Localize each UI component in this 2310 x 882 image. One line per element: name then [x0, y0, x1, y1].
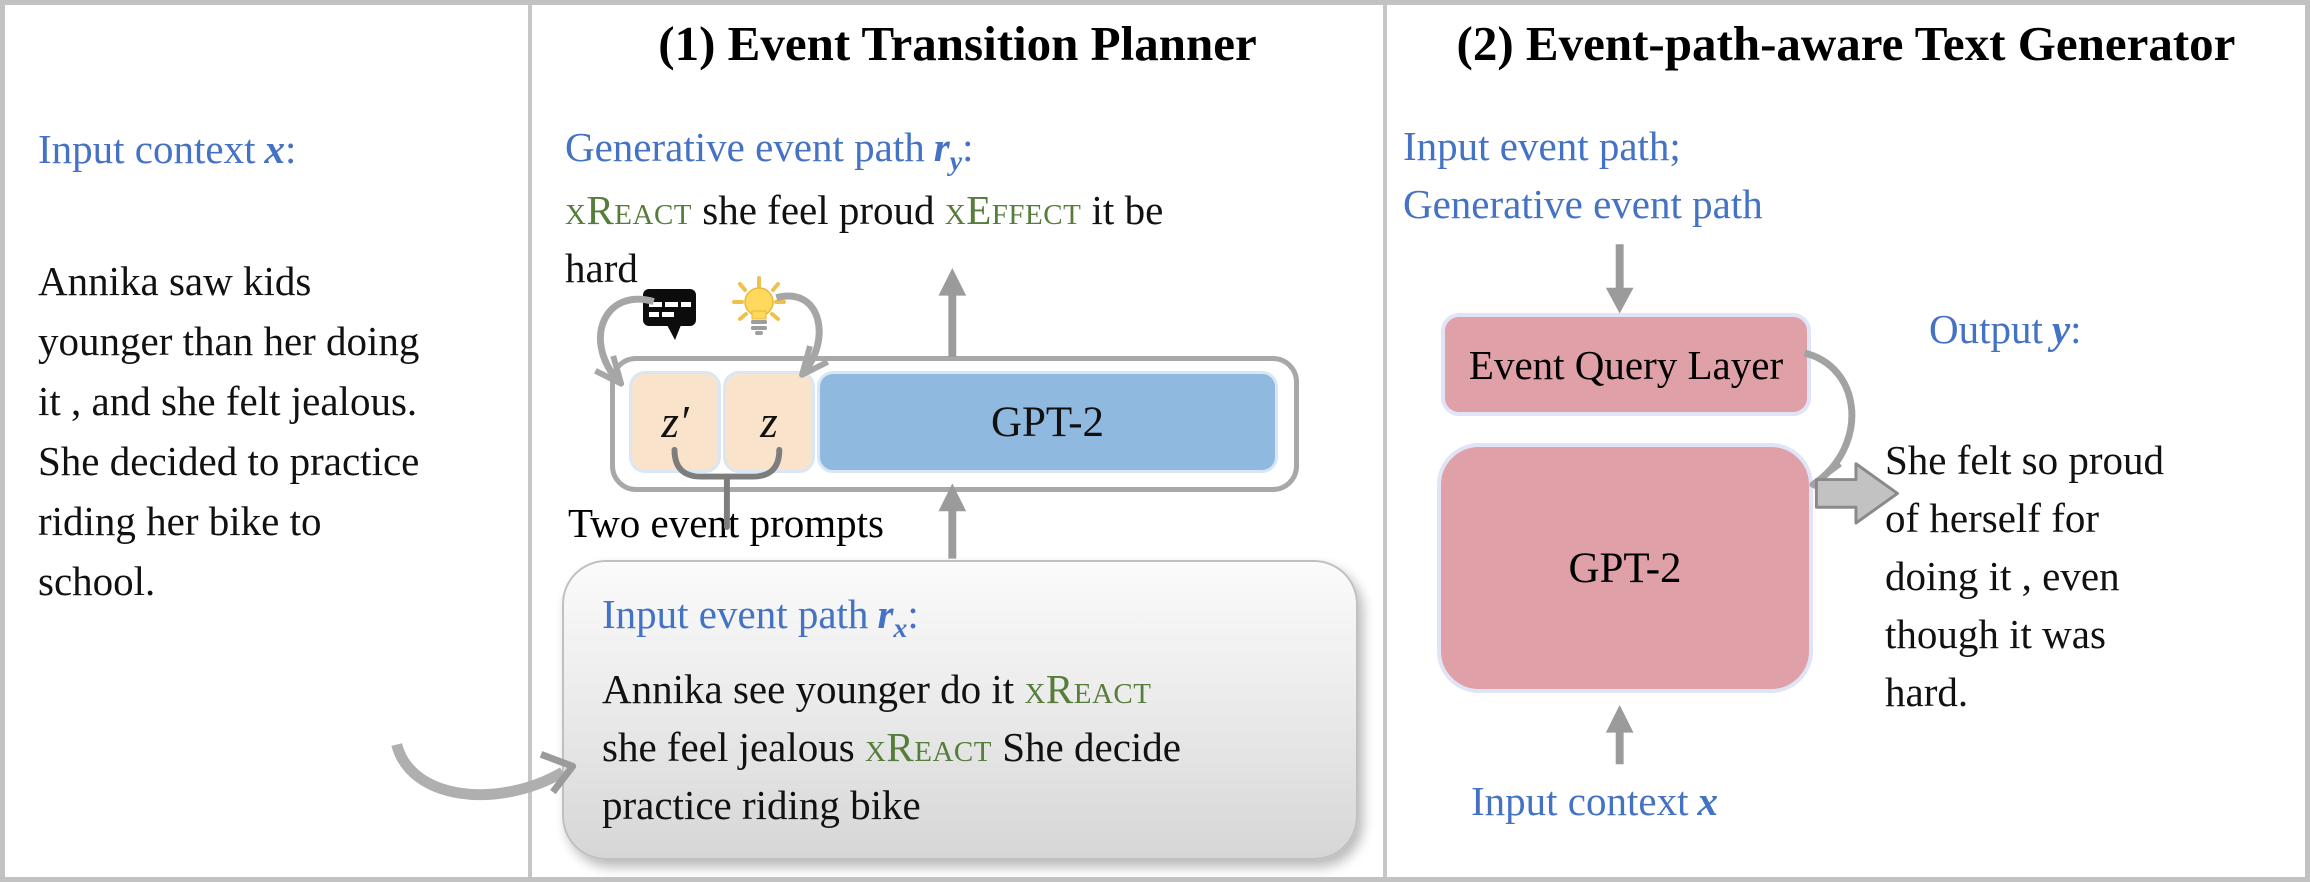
planner-title: (1) Event Transition Planner — [658, 16, 1257, 71]
two-event-prompts-label: Two event prompts — [568, 500, 884, 546]
paragraph-line: school. — [38, 558, 156, 604]
planner-gpt2-label: GPT-2 — [990, 398, 1105, 446]
math-var-x: x — [264, 126, 286, 172]
input-context-label-text: Input context — [1471, 778, 1689, 824]
math-var-r-x: rx — [877, 591, 907, 644]
z-prime-label: z′ — [661, 397, 689, 447]
text-token: she feel jealous — [602, 724, 865, 770]
generator-gpt2-box: GPT-2 — [1437, 443, 1813, 693]
heading-colon: : — [907, 591, 919, 637]
text-token: Annika see younger do it — [602, 666, 1025, 712]
math-sub-x: x — [893, 613, 908, 645]
output-line: of herself for — [1885, 495, 2100, 541]
output-line: though it was — [1885, 611, 2106, 657]
planner-gpt2-box: GPT-2 — [817, 371, 1278, 473]
paragraph-line: Annika saw kids — [38, 258, 312, 304]
planner-model-container: z′ z GPT-2 — [610, 356, 1299, 492]
text-token: she feel proud — [692, 187, 945, 233]
math-var-r-y: ry — [933, 124, 962, 177]
paragraph-line: She decided to practice — [38, 438, 420, 484]
prompt-box-z-prime: z′ — [629, 371, 721, 473]
input-context-paragraph: Annika saw kids younger than her doing i… — [38, 251, 518, 611]
relation-token: xEffect — [944, 187, 1082, 233]
math-var-x: x — [1697, 778, 1719, 824]
event-query-layer-label: Event Query Layer — [1468, 341, 1784, 388]
heading-colon: : — [285, 126, 297, 172]
math-sub-y: y — [949, 146, 963, 178]
text-token: it be — [1081, 187, 1164, 233]
input-context-heading-text: Input context — [38, 126, 256, 172]
text-token: practice riding bike — [602, 782, 921, 828]
relation-token: xReact — [1024, 666, 1152, 712]
relation-token: xReact — [864, 724, 992, 770]
text-token: hard — [565, 245, 638, 291]
heading-colon: : — [2070, 306, 2082, 352]
math-var-y: y — [2051, 306, 2071, 352]
heading-colon: : — [962, 124, 974, 170]
math-var-r: r — [933, 124, 950, 170]
output-text: She felt so proud of herself for doing i… — [1885, 431, 2164, 721]
paragraph-line: riding her bike to — [38, 498, 322, 544]
speech-bubble-icon — [643, 289, 696, 340]
generative-event-path-text: xReact she feel proud xEffect it be hard — [565, 181, 1365, 297]
paragraph-line: younger than her doing — [38, 318, 420, 364]
paragraph-line: it , and she felt jealous. — [38, 378, 418, 424]
generator-input-label-line: Input event path; — [1403, 123, 1681, 169]
output-line: She felt so proud — [1885, 437, 2164, 483]
lightbulb-icon — [732, 276, 786, 335]
math-var-r: r — [877, 591, 894, 637]
event-query-layer-box: Event Query Layer — [1441, 313, 1811, 416]
z-label: z — [760, 397, 778, 447]
generator-input-label-line: Generative event path — [1403, 181, 1763, 227]
text-token: She decide — [992, 724, 1181, 770]
output-line: doing it , even — [1885, 553, 2120, 599]
output-heading-text: Output — [1929, 306, 2043, 352]
panel-event-path-aware-text-generator: (2) Event-path-aware Text Generator Inpu… — [1387, 5, 2305, 877]
generator-input-labels: Input event path; Generative event path — [1403, 117, 1763, 233]
output-line: hard. — [1885, 669, 1969, 715]
input-event-path-text: Annika see younger do it xReact she feel… — [602, 660, 1326, 834]
generator-gpt2-label: GPT-2 — [1568, 544, 1682, 592]
generator-title: (2) Event-path-aware Text Generator — [1456, 16, 2236, 71]
input-path-heading-text: Input event path — [602, 591, 869, 637]
gen-path-heading-text: Generative event path — [565, 124, 925, 170]
panel-event-transition-planner: (1) Event Transition Planner Generative … — [532, 5, 1387, 877]
relation-token: xReact — [565, 187, 693, 233]
prompt-box-z: z — [723, 371, 815, 473]
